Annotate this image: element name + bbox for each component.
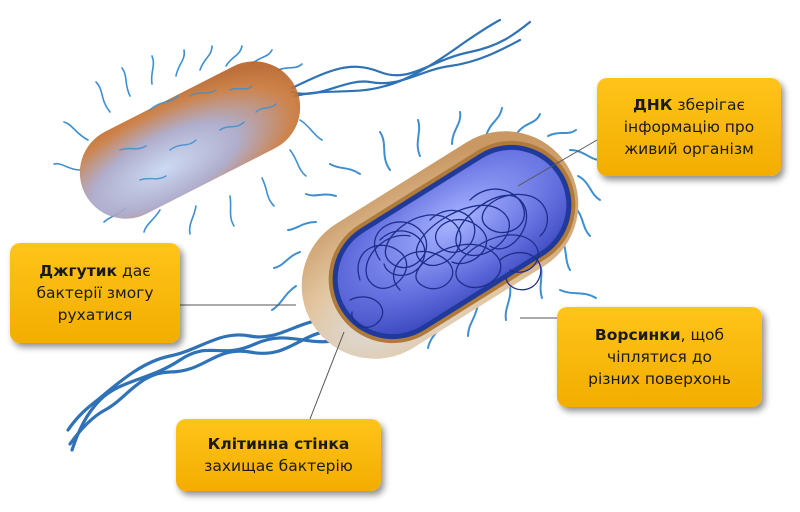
back-flagella xyxy=(290,18,532,98)
front-flagella xyxy=(66,318,347,452)
flagellum-callout: Джгутик дає бактерії змогу рухатися xyxy=(10,243,180,343)
back-pili-overlay xyxy=(119,85,277,181)
pili-text-1: , щоб xyxy=(680,326,725,344)
back-pili xyxy=(53,45,323,235)
dna-text-1: зберігає xyxy=(672,96,745,114)
cell-wall-text-2: захищає бактерію xyxy=(204,457,353,475)
flagellum-term: Джгутик xyxy=(39,262,118,280)
cell-wall-term: Клітинна стінка xyxy=(207,435,350,453)
pili-text-3: різних поверхонь xyxy=(588,370,731,388)
flagellum-text-1: дає xyxy=(117,262,151,280)
flagellum-text-2: бактерії змогу xyxy=(36,284,154,302)
pili-callout: Ворсинки, щоб чіплятися до різних поверх… xyxy=(557,307,762,407)
dna-term: ДНК xyxy=(632,96,673,114)
flagellum-text-3: рухатися xyxy=(57,306,133,324)
dna-callout: ДНК зберігає інформацію про живий органі… xyxy=(597,78,781,176)
pili-text-2: чіплятися до xyxy=(607,348,712,366)
pili-term: Ворсинки xyxy=(594,326,681,344)
back-bacterium-body xyxy=(79,61,301,219)
dna-text-2: інформацію про xyxy=(623,118,755,136)
front-pili xyxy=(271,107,601,357)
connector-lines xyxy=(180,139,598,420)
dna-tangle xyxy=(349,188,549,328)
dna-text-3: живий організм xyxy=(624,140,754,158)
cell-wall-callout: Клітинна стінка захищає бактерію xyxy=(176,419,381,491)
